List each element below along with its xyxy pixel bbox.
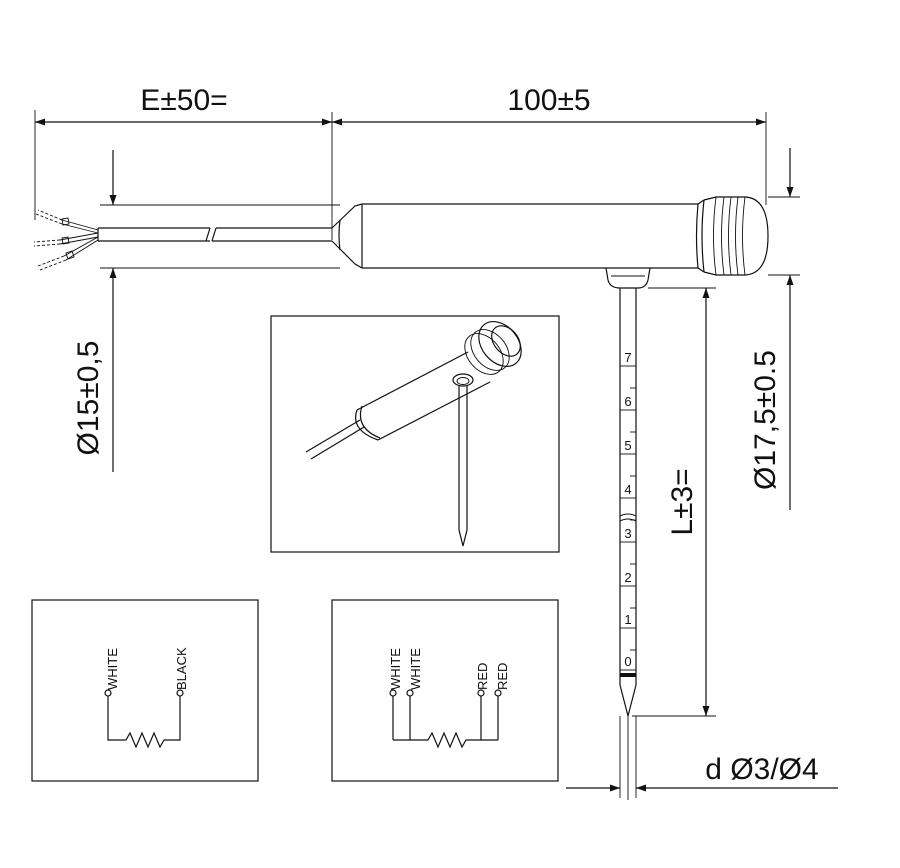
head-diameter-dimension: Ø17,5±0.5 [749, 148, 800, 510]
scale-label-3: 3 [624, 526, 631, 541]
wire-label-red-1: RED [475, 663, 490, 690]
probe-diameter-dimension: d Ø3/Ø4 [566, 716, 838, 798]
head-length-dimension: 100±5 [332, 84, 767, 205]
cable-length-label: E±50= [140, 84, 227, 117]
wire-label-red-2: RED [495, 663, 510, 690]
wire-label-white: WHITE [105, 648, 120, 690]
scale-label-0: 0 [624, 654, 631, 669]
wire-label-white-1: WHITE [388, 648, 403, 690]
cable-diameter-label: Ø15±0,5 [72, 341, 105, 456]
probe-shaft: 7 6 5 4 3 2 1 0 [619, 288, 637, 800]
scale-label-1: 1 [624, 612, 631, 627]
wiring-diagram-2wire: WHITE BLACK [31, 599, 259, 782]
scale-label-7: 7 [624, 350, 631, 365]
probe-length-dimension: L±3= [632, 287, 716, 717]
scale-label-6: 6 [624, 394, 631, 409]
wiring-diagram-4wire: WHITE WHITE RED RED [331, 599, 559, 782]
head-length-label: 100±5 [507, 84, 590, 117]
cable [97, 227, 332, 242]
lead-wires [33, 209, 99, 271]
head-diameter-label: Ø17,5±0.5 [749, 350, 782, 490]
scale-label-5: 5 [624, 438, 631, 453]
wire-label-white-2: WHITE [408, 648, 423, 690]
probe-head [331, 196, 769, 289]
scale-label-2: 2 [624, 570, 631, 585]
probe-length-label: L±3= [666, 468, 699, 535]
cable-length-dimension: E±50= [34, 84, 333, 240]
isometric-view [270, 315, 560, 553]
probe-diameter-label: d Ø3/Ø4 [705, 753, 818, 786]
wire-label-black: BLACK [174, 647, 189, 690]
cable-diameter-dimension: Ø15±0,5 [72, 150, 340, 472]
scale-label-4: 4 [624, 482, 631, 497]
